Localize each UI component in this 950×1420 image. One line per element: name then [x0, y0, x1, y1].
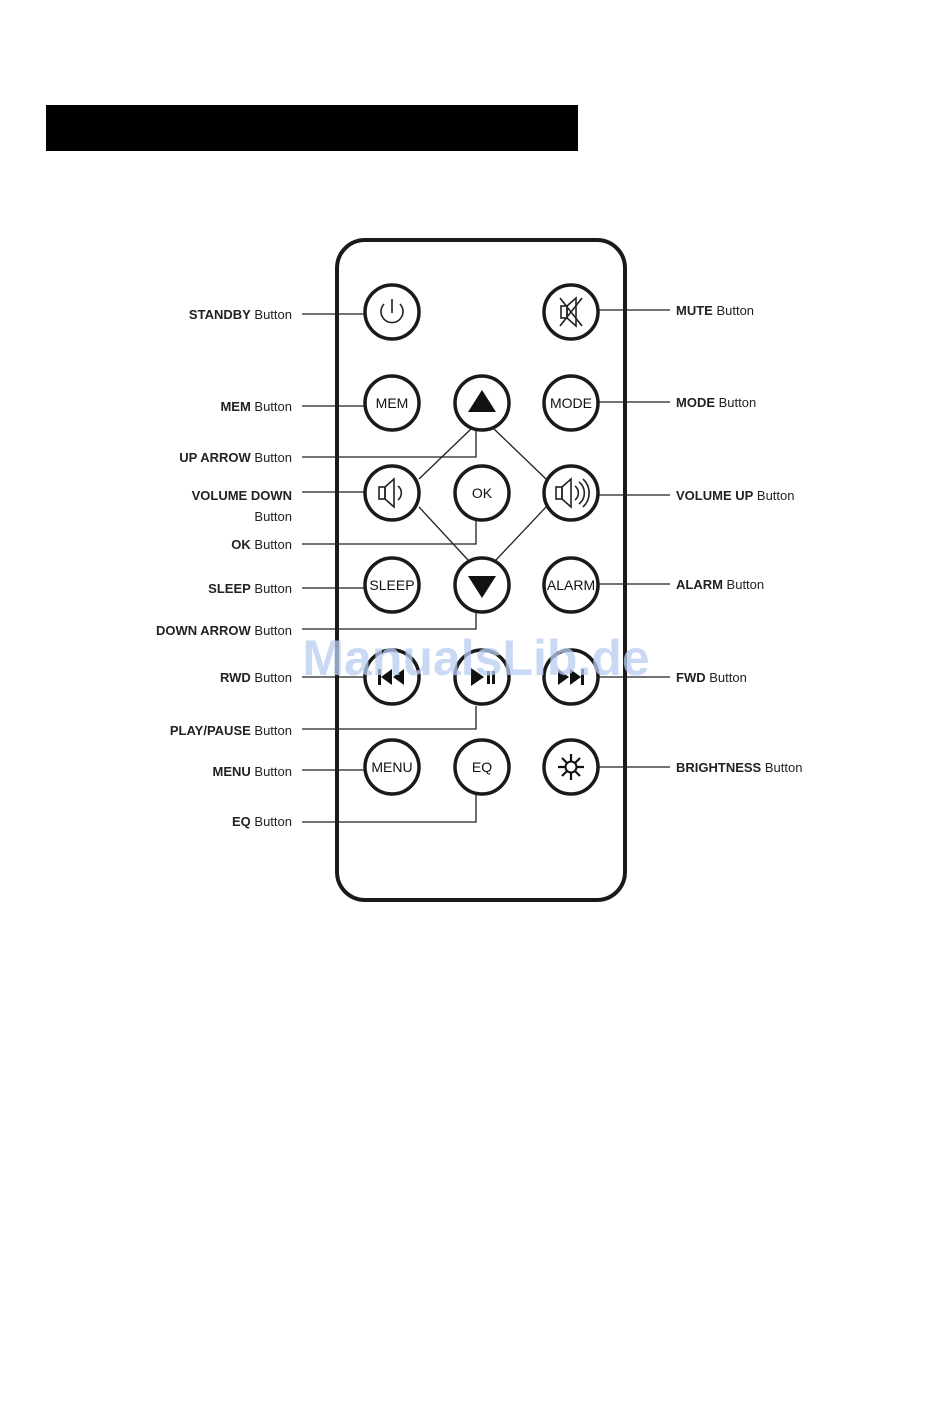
brightness-label: BRIGHTNESS Button: [676, 760, 802, 775]
up-arrow-button[interactable]: [455, 376, 509, 430]
mode-button-label: MODE: [550, 395, 592, 411]
alarm-button[interactable]: ALARM: [544, 558, 598, 612]
mute-label: MUTE Button: [676, 303, 754, 318]
up-arrow-label: UP ARROW Button: [179, 450, 292, 465]
standby-button[interactable]: [365, 285, 419, 339]
down-arrow-button[interactable]: [455, 558, 509, 612]
mem-label: MEM Button: [220, 399, 292, 414]
alarm-button-label: ALARM: [547, 577, 595, 593]
mode-button[interactable]: MODE: [544, 376, 598, 430]
play-pause-label: PLAY/PAUSE Button: [170, 723, 292, 738]
alarm-label: ALARM Button: [676, 577, 764, 592]
ok-button[interactable]: OK: [455, 466, 509, 520]
volume-down-label-line2: Button: [254, 509, 292, 524]
ok-button-label: OK: [472, 485, 493, 501]
mute-button[interactable]: [544, 285, 598, 339]
sleep-button-label: SLEEP: [369, 577, 414, 593]
mode-label: MODE Button: [676, 395, 756, 410]
menu-label: MENU Button: [213, 764, 292, 779]
eq-label: EQ Button: [232, 814, 292, 829]
menu-button[interactable]: MENU: [365, 740, 419, 794]
eq-button-label: EQ: [472, 759, 492, 775]
volume-up-button[interactable]: [544, 466, 598, 520]
down-arrow-label: DOWN ARROW Button: [156, 623, 292, 638]
volume-down-label: VOLUME DOWN: [192, 488, 292, 503]
menu-button-label: MENU: [371, 759, 412, 775]
rwd-label: RWD Button: [220, 670, 292, 685]
mem-button[interactable]: MEM: [365, 376, 419, 430]
fwd-label: FWD Button: [676, 670, 747, 685]
watermark: ManualsLib.de: [302, 630, 649, 686]
eq-button[interactable]: EQ: [455, 740, 509, 794]
standby-label: STANDBY Button: [189, 307, 292, 322]
sleep-label: SLEEP Button: [208, 581, 292, 596]
mem-button-label: MEM: [376, 395, 409, 411]
volume-down-button[interactable]: [365, 466, 419, 520]
brightness-button[interactable]: [544, 740, 598, 794]
volume-up-label: VOLUME UP Button: [676, 488, 795, 503]
ok-label: OK Button: [231, 537, 292, 552]
sleep-button[interactable]: SLEEP: [365, 558, 419, 612]
